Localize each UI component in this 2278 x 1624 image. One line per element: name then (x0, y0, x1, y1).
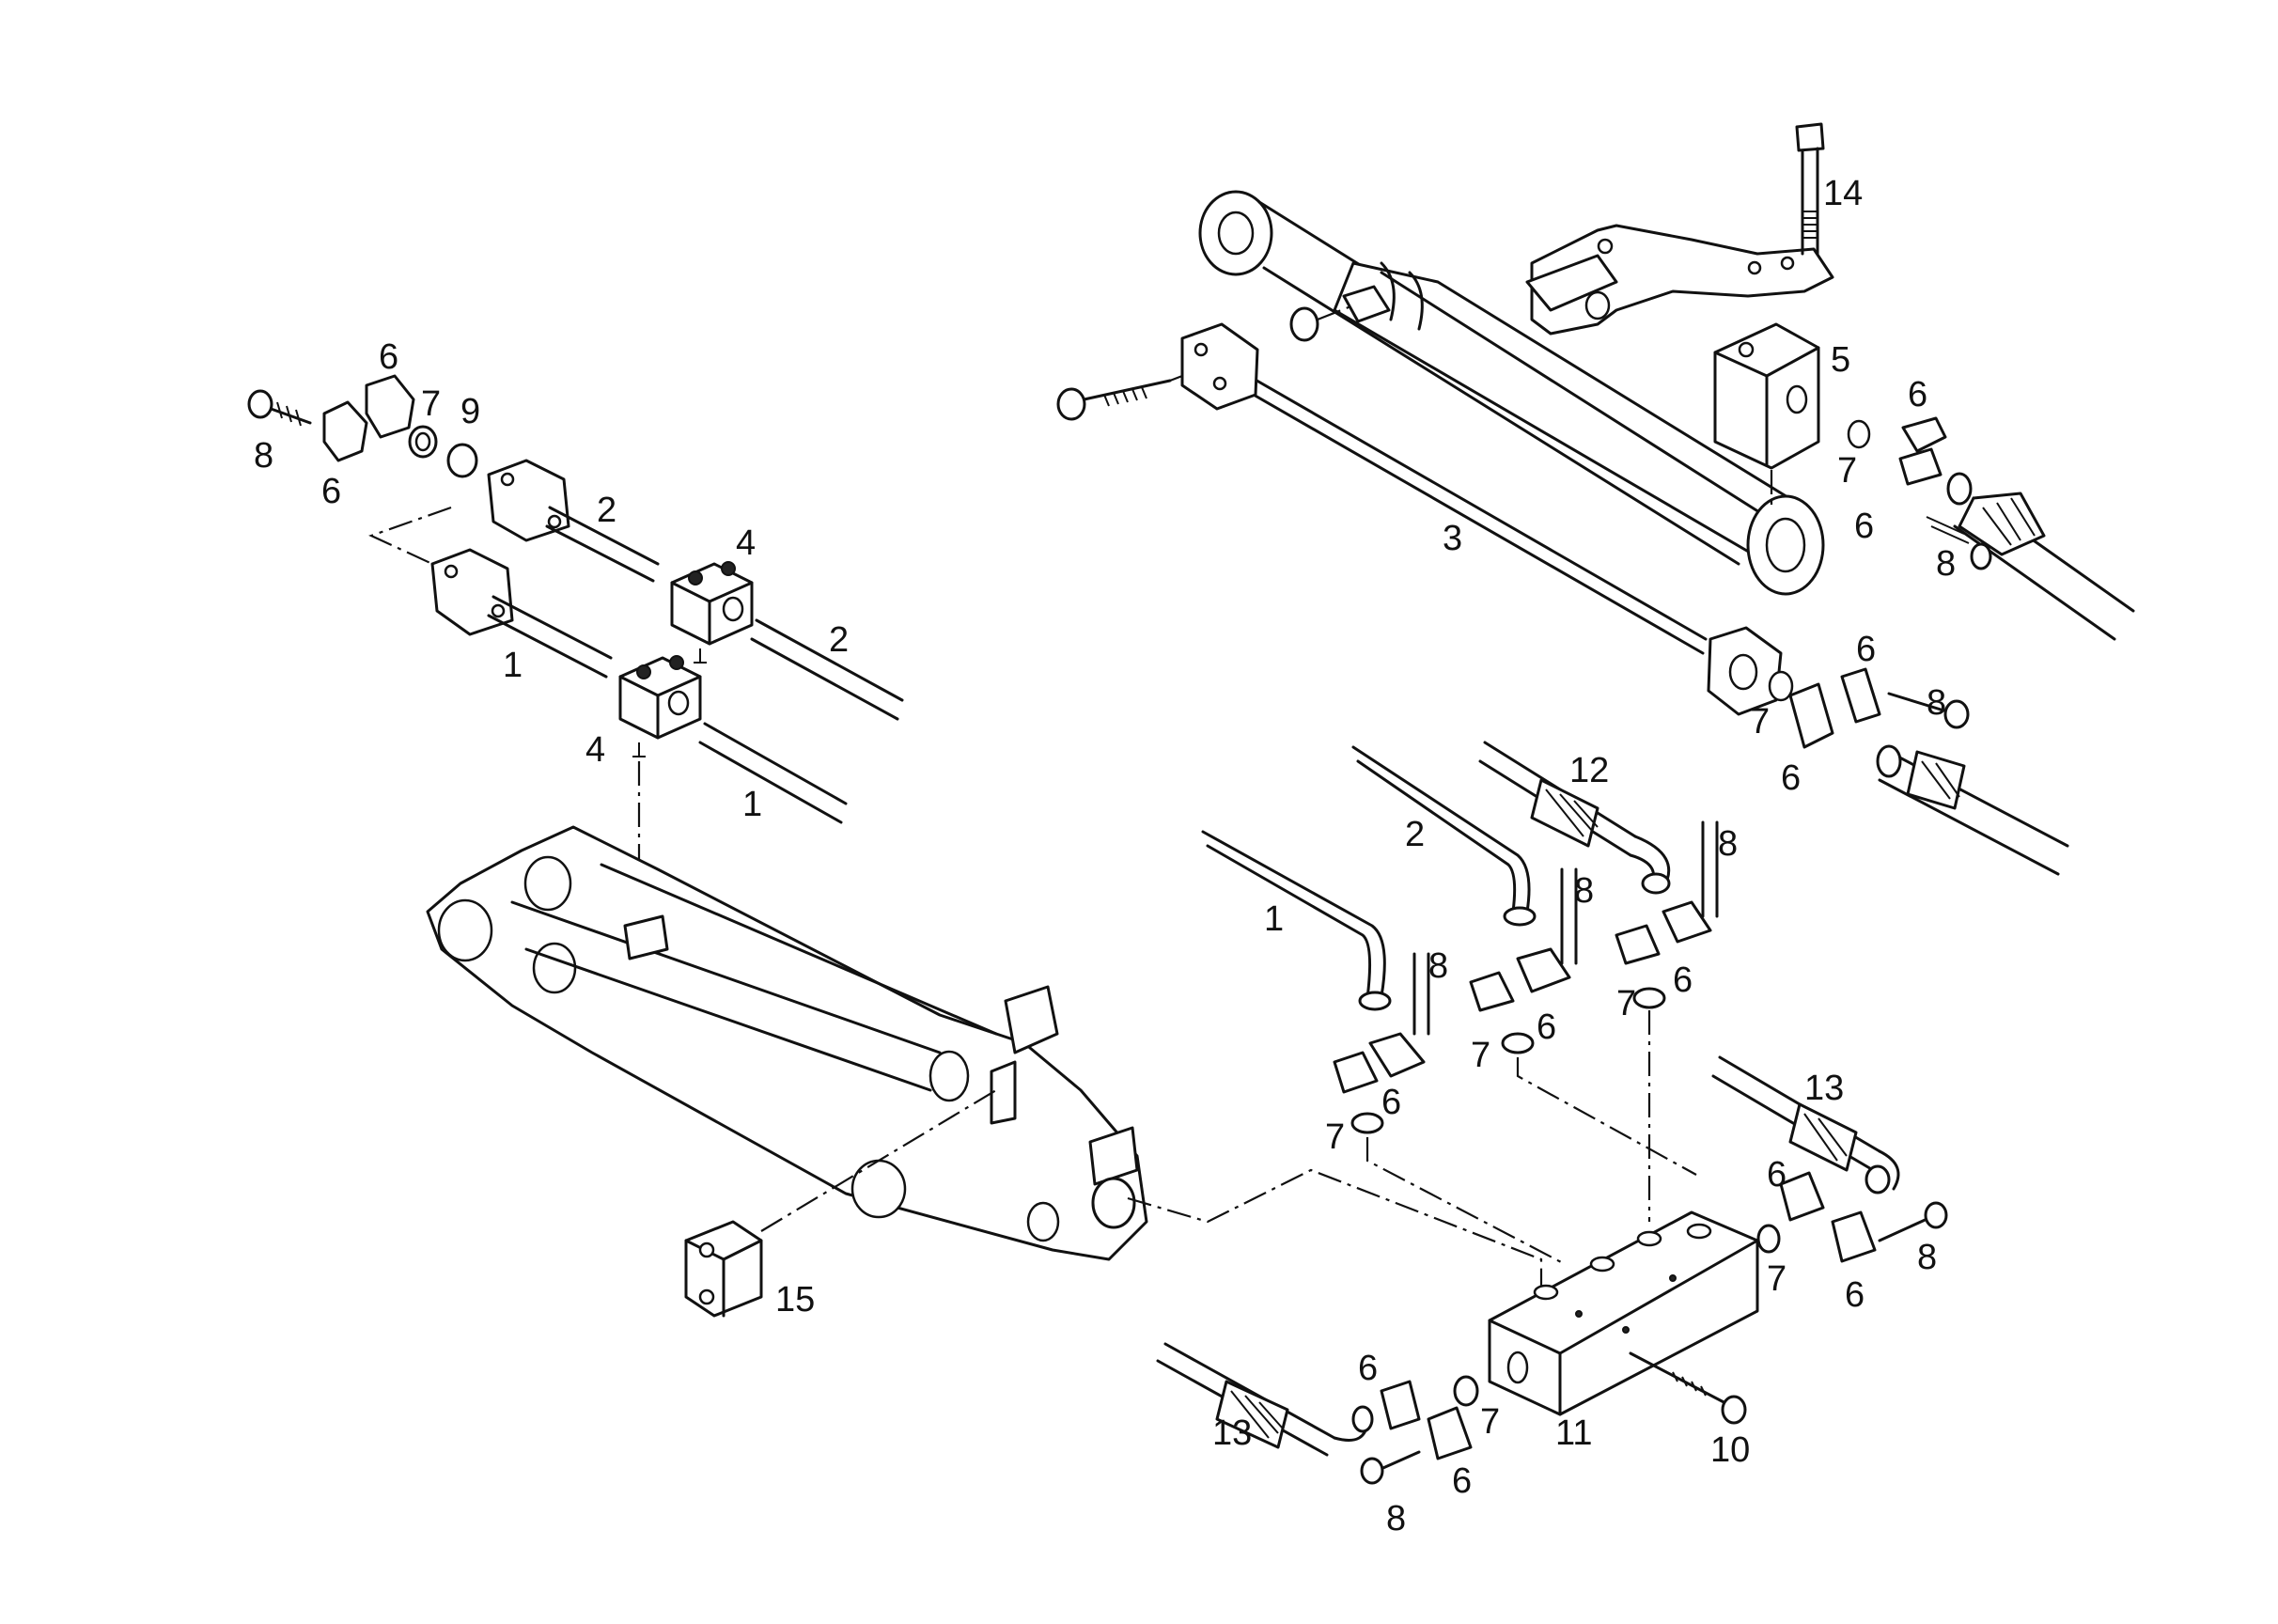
callout-labels: 14 5 6 7 6 8 3 6 8 7 6 6 7 9 8 6 2 4 2 1… (254, 174, 1956, 1538)
left-fittings (247, 374, 478, 478)
bolt-10 (1629, 1351, 1747, 1425)
pipe-2-bent (1351, 745, 1537, 927)
callout-6: 6 (1845, 1275, 1865, 1315)
mounting-bracket (1525, 224, 1834, 336)
hose-13-lower (1156, 1342, 1479, 1485)
callout-7: 7 (1480, 1402, 1500, 1442)
pipe-1-bent (1201, 830, 1392, 1011)
manifold-fittings-top (1333, 820, 1719, 1265)
callout-7: 7 (1837, 451, 1857, 491)
callout-6: 6 (1381, 1083, 1401, 1122)
block-5 (1713, 322, 1820, 508)
callout-2: 2 (597, 491, 616, 530)
callout-7: 7 (1325, 1117, 1345, 1157)
callout-6: 6 (1452, 1461, 1472, 1501)
callout-4: 4 (585, 730, 605, 770)
callout-6: 6 (1856, 630, 1876, 669)
hose-right-top (1847, 416, 2135, 641)
callout-1: 1 (1264, 899, 1284, 939)
callout-7: 7 (1767, 1259, 1787, 1299)
callout-2: 2 (1405, 815, 1425, 854)
callout-3: 3 (1443, 519, 1462, 558)
bolt-14 (1795, 122, 1825, 256)
callout-8: 8 (1574, 871, 1594, 911)
callout-6: 6 (321, 472, 341, 511)
callout-8: 8 (254, 436, 273, 476)
callout-13: 13 (1212, 1413, 1252, 1453)
callout-4: 4 (736, 523, 756, 563)
callout-5: 5 (1831, 340, 1850, 380)
callout-6: 6 (1673, 960, 1693, 1000)
callout-8: 8 (1927, 683, 1946, 723)
pipe-1-flange (430, 548, 613, 679)
boom-arm (426, 825, 1148, 1261)
callout-6: 6 (1781, 758, 1801, 798)
callout-6: 6 (1908, 375, 1927, 414)
callout-6: 6 (1358, 1349, 1378, 1388)
callout-10: 10 (1710, 1430, 1750, 1470)
pipe-2-flange (487, 459, 660, 583)
manifold-block-11 (1488, 1210, 1759, 1416)
callout-2: 2 (829, 620, 849, 660)
pipe-3 (1056, 304, 1783, 716)
callout-8: 8 (1428, 946, 1448, 986)
callout-7: 7 (1750, 702, 1770, 742)
callout-14: 14 (1823, 174, 1863, 213)
callout-7: 7 (1471, 1036, 1490, 1075)
alignment-line-flanges (368, 506, 452, 565)
callout-7: 7 (1616, 984, 1636, 1023)
callout-12: 12 (1569, 751, 1609, 790)
hydraulic-cylinder (1198, 190, 1825, 596)
callout-7: 7 (421, 384, 441, 424)
callout-6: 6 (1767, 1155, 1787, 1195)
callout-8: 8 (1718, 824, 1738, 864)
callout-9: 9 (460, 392, 480, 431)
clamp-4-lower (618, 655, 848, 824)
clamp-15 (684, 1089, 997, 1318)
callout-1: 1 (503, 646, 523, 685)
alignment-line-boom-manifold (1127, 1168, 1543, 1292)
hose-right-mid (1768, 667, 2069, 876)
hose-12 (1478, 741, 1671, 895)
hose-13-upper (1711, 1055, 1948, 1263)
clamp-4-upper (670, 561, 904, 721)
callout-8: 8 (1936, 544, 1956, 584)
callout-8: 8 (1386, 1499, 1406, 1538)
callout-1: 1 (742, 785, 762, 824)
callout-15: 15 (775, 1280, 815, 1320)
callout-6: 6 (1537, 1007, 1556, 1047)
callout-8: 8 (1917, 1238, 1937, 1277)
callout-6: 6 (1854, 507, 1874, 546)
callout-11: 11 (1555, 1413, 1592, 1453)
callout-6: 6 (379, 337, 398, 377)
callout-13: 13 (1804, 1069, 1844, 1108)
